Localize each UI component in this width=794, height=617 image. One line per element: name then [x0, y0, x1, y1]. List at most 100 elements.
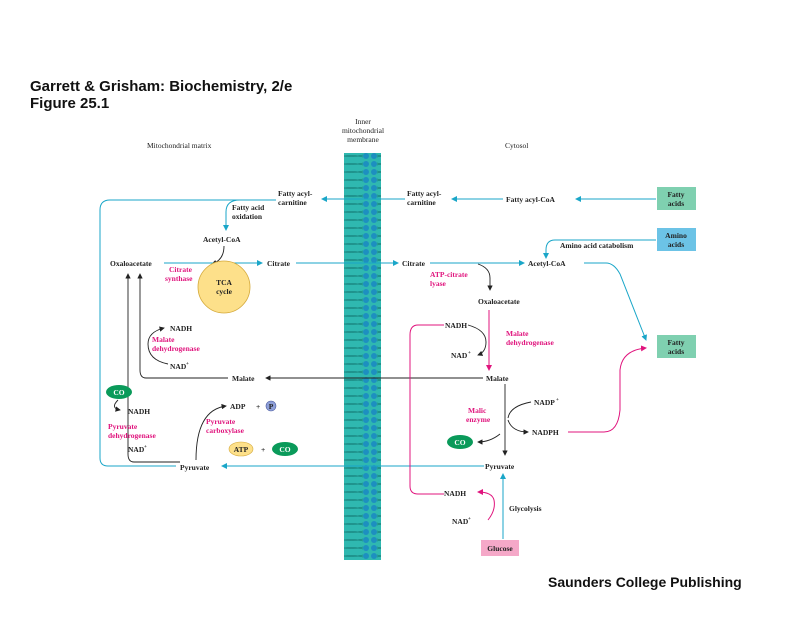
- fatty-acids-top-line2: acids: [668, 199, 684, 208]
- citrate-synthase-line1: Citrate: [169, 265, 193, 274]
- malate-dh-cyt-line2: dehydrogenase: [506, 338, 554, 347]
- arrow-nad-to-nadh-mit: [147, 326, 169, 365]
- figure-number: Figure 25.1: [30, 95, 110, 112]
- fatty-acid-oxidation-line1: Fatty acid: [232, 203, 265, 212]
- co2-carboxylase-label: CO: [279, 445, 290, 454]
- citrate-synthase-line2: synthase: [165, 274, 193, 283]
- pyruvate-dh-line2: dehydrogenase: [108, 431, 156, 440]
- fatty-acids-top-line1: Fatty: [667, 190, 684, 199]
- tca-line1: TCA: [216, 278, 232, 287]
- arrow-pyruvate-to-acetylcoa-loop: [99, 199, 276, 467]
- membrane-label-line1: Inner: [355, 117, 371, 126]
- atp-bubble: [228, 441, 254, 457]
- acetyl-coa-mit-label: Acetyl-CoA: [203, 235, 241, 244]
- fatty-acyl-carnitine-cyt-line2: carnitine: [407, 198, 436, 207]
- glycolysis-label: Glycolysis: [509, 504, 542, 513]
- arrow-acetylcoa-to-fatty-acids: [584, 262, 647, 341]
- nadph-label: NADPH: [532, 428, 559, 437]
- pyruvate-mit-label: Pyruvate: [180, 463, 210, 472]
- nad-mit2-label: NAD: [128, 445, 145, 454]
- pyruvate-carboxylase-line2: carboxylase: [206, 426, 245, 435]
- arrow-nadh-to-nad-cyt: [467, 324, 487, 356]
- arrow-nadph-to-fatty-acids: [568, 345, 647, 433]
- adp-label: ADP: [230, 402, 246, 411]
- malate-dh-cyt-line1: Malate: [506, 329, 529, 338]
- membrane-label-line2: mitochondrial: [342, 126, 384, 135]
- fatty-acids-box-right: [657, 335, 696, 358]
- amino-acid-catabolism-label: Amino acid catabolism: [560, 241, 634, 250]
- citrate-cyt-label: Citrate: [402, 259, 426, 268]
- pyruvate-dh-line1: Pyruvate: [108, 422, 138, 431]
- arrow-lyase-to-oxaloacetate: [477, 263, 493, 291]
- fatty-acid-oxidation-line2: oxidation: [232, 212, 263, 221]
- co2-bubble-carboxylase: [272, 442, 298, 456]
- acetyl-coa-cyt-label: Acetyl-CoA: [528, 259, 566, 268]
- nad-cyt1-label: NAD: [451, 351, 468, 360]
- glucose-box: [481, 540, 519, 556]
- cytosol-label: Cytosol: [505, 141, 528, 150]
- atp-citrate-lyase-line1: ATP-citrate: [430, 270, 468, 279]
- fatty-acids-box-top: [657, 187, 696, 210]
- amino-acids-line1: Amino: [665, 231, 687, 240]
- fatty-acyl-coa-label: Fatty acyl-CoA: [506, 195, 556, 204]
- co2-bubble-pdh: [106, 385, 132, 399]
- co2-pdh-label: CO: [113, 388, 124, 397]
- mitochondrial-matrix-label: Mitochondrial matrix: [147, 141, 212, 150]
- nad-cyt2-plus: +: [468, 517, 471, 522]
- malate-mit-label: Malate: [232, 374, 255, 383]
- atp-label: ATP: [234, 445, 249, 454]
- pyruvate-cyt-label: Pyruvate: [485, 462, 515, 471]
- amino-acids-line2: acids: [668, 240, 684, 249]
- membrane-label-line3: membrane: [347, 135, 379, 144]
- publisher-credit: Saunders College Publishing: [548, 574, 742, 590]
- co2-bubble-malic: [447, 435, 473, 449]
- pyruvate-carboxylase-line1: Pyruvate: [206, 417, 236, 426]
- nadp-plus: +: [556, 398, 559, 403]
- arrow-amino-to-acetylcoa: [543, 239, 656, 259]
- malic-enzyme-line2: enzyme: [466, 415, 491, 424]
- fatty-acyl-carnitine-mit-line2: carnitine: [278, 198, 307, 207]
- malic-enzyme-line1: Malic: [468, 406, 487, 415]
- fatty-acids-right-line2: acids: [668, 347, 684, 356]
- malate-dh-mit-line2: dehydrogenase: [152, 344, 200, 353]
- nadh-mit2-label: NADH: [128, 407, 150, 416]
- arrow-to-nadph: [507, 419, 529, 435]
- tca-line2: cycle: [216, 287, 232, 296]
- oxaloacetate-mit-label: Oxaloacetate: [110, 259, 152, 268]
- nad-mit2-plus: +: [144, 445, 147, 450]
- nadh-mit1-label: NADH: [170, 324, 192, 333]
- arrow-glycolysis-nadh: [477, 489, 495, 521]
- co2-malic-label: CO: [454, 438, 465, 447]
- nadp-label: NADP: [534, 398, 555, 407]
- nadh-cyt1-label: NADH: [445, 321, 467, 330]
- atp-plus: +: [261, 445, 265, 454]
- fatty-acyl-carnitine-mit-line1: Fatty acyl-: [278, 189, 313, 198]
- figure-title: Garrett & Grisham: Biochemistry, 2/e: [30, 78, 293, 95]
- phosphate-icon: [265, 400, 277, 412]
- nad-mit1-plus: +: [186, 362, 189, 367]
- arrow-malic-co2: [477, 433, 501, 445]
- atp-citrate-lyase-line2: lyase: [430, 279, 447, 288]
- malate-dh-mit-line1: Malate: [152, 335, 175, 344]
- nad-cyt2-label: NAD: [452, 517, 469, 526]
- adp-plus: +: [256, 402, 260, 411]
- nad-mit1-label: NAD: [170, 362, 187, 371]
- phosphate-label: P: [269, 402, 274, 411]
- inner-membrane-bilayer: [344, 153, 381, 560]
- oxaloacetate-cyt-label: Oxaloacetate: [478, 297, 520, 306]
- arrow-pdh-nadh: [114, 399, 121, 412]
- arrow-nadh-shuttle-loop: [409, 324, 444, 495]
- arrow-pyruvate-carboxylase: [195, 403, 227, 461]
- arrow-malate-to-oxaloacetate-mit: [137, 273, 228, 379]
- malate-cyt-label: Malate: [486, 374, 509, 383]
- amino-acids-box: [657, 228, 696, 251]
- glucose-label: Glucose: [487, 544, 513, 553]
- nad-cyt1-plus: +: [468, 351, 471, 356]
- arrow-pyruvate-to-oxaloacetate-mit: [125, 273, 180, 463]
- citrate-mit-label: Citrate: [267, 259, 291, 268]
- nadh-cyt2-label: NADH: [444, 489, 466, 498]
- nadp-connector: [507, 401, 532, 419]
- tca-cycle-circle: [197, 260, 251, 314]
- fatty-acids-right-line1: Fatty: [667, 338, 684, 347]
